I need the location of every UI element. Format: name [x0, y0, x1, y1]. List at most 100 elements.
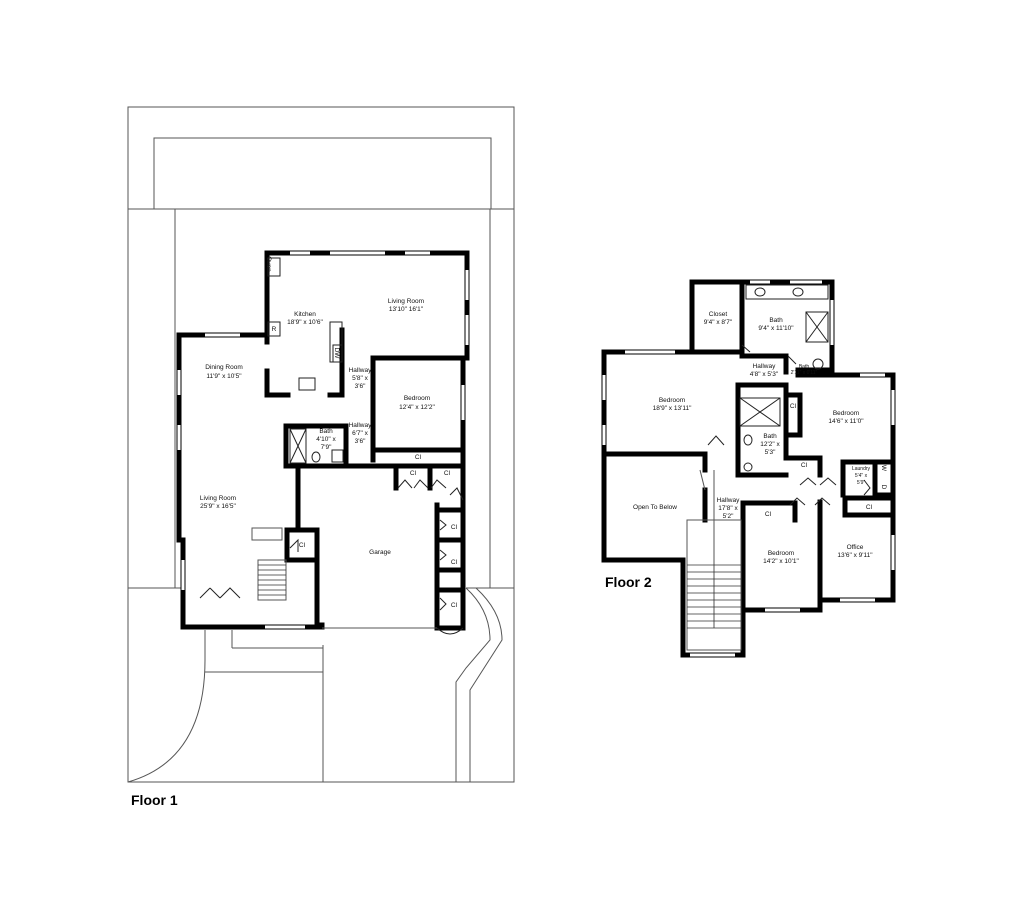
f2-office-name: Office — [847, 544, 864, 551]
living-room-1-name: Living Room — [388, 298, 424, 305]
f2-hallway-3-name: Hallway — [753, 363, 777, 370]
f2-closet-dims: 9'4" x 8'7" — [704, 319, 733, 326]
exterior-wall-upper — [264, 250, 470, 361]
f2-closet-label-4: Cl — [866, 504, 873, 511]
f2-hallway-4-name: Hallway — [717, 497, 741, 504]
kitchen-name: Kitchen — [294, 311, 316, 318]
f2-bedroom-2-dims: 18'9" x 13'11" — [653, 405, 692, 412]
dining-room-name: Dining Room — [205, 364, 243, 371]
dw-label: DW — [333, 348, 340, 360]
stair-wall — [284, 527, 320, 563]
f2-closet-label-2: Cl — [801, 462, 808, 469]
f2-master-vanity — [745, 284, 829, 300]
closet-label-2: Cl — [410, 470, 417, 477]
fridge-label: R — [272, 326, 277, 333]
floor-2-title: Floor 2 — [605, 574, 652, 590]
f2-small-bath-dims: 2'11" x 0'11" — [791, 370, 818, 376]
stove — [298, 377, 316, 391]
f2-bath2-wall-left — [735, 382, 789, 478]
f2-laundry-dims-1: 5'4" x — [855, 473, 868, 479]
f2-bedroom4-wall — [740, 500, 798, 613]
f2-bath2-tub — [739, 397, 781, 427]
closet-label-5: Cl — [451, 524, 458, 531]
f2-bath-2-dims-2: 5'3" — [765, 449, 776, 456]
f2-closet-label-3: Cl — [765, 511, 772, 518]
garage-closets — [434, 507, 466, 593]
closet-label-6: Cl — [451, 559, 458, 566]
f2-closet-label-1: Cl — [790, 403, 797, 410]
oven-label: Oven — [265, 256, 272, 272]
f2-closet-name: Closet — [709, 311, 728, 318]
f2-bedroom-2-name: Bedroom — [659, 397, 685, 404]
shower — [289, 428, 307, 464]
stairs-f1 — [251, 527, 287, 601]
f2-small-bath-toilet — [812, 358, 824, 370]
floor-1-plan — [127, 106, 515, 783]
lot-boundary — [127, 106, 515, 783]
closet-label-3: Cl — [444, 470, 451, 477]
floor-1-title: Floor 1 — [131, 792, 178, 808]
f2-small-bath-name: Bath — [799, 364, 810, 370]
f2-bedroom-4-name: Bedroom — [768, 550, 794, 557]
f2-hallway-4-dims-2: 5'2" — [723, 513, 734, 520]
bedroom-1-name: Bedroom — [404, 395, 430, 402]
bath-sink — [331, 449, 344, 463]
doors-f1 — [199, 479, 464, 635]
hallway-2-dims-2: 3'6" — [355, 438, 366, 445]
f2-office-dims: 13'6" x 9'11" — [837, 552, 873, 559]
driveway-curve-outer — [469, 587, 503, 782]
dishwasher — [332, 344, 343, 363]
bedroom-1-dims: 12'4" x 12'2" — [399, 404, 435, 411]
driveway-curve — [455, 587, 491, 782]
f2-hallway-3-dims: 4'8" x 5'3" — [750, 371, 779, 378]
cl-wall — [393, 463, 433, 491]
hallway-1-dims-1: 5'8" x — [352, 375, 369, 382]
f2-bath-wall — [739, 342, 789, 375]
f2-master-bath-dims: 9'4" x 11'10" — [758, 325, 794, 332]
walkway-curve — [127, 630, 206, 783]
hall-wall — [283, 423, 349, 469]
f2-bath2-top — [735, 382, 789, 458]
stairs-f2 — [686, 469, 742, 651]
f2-office-wall — [817, 495, 896, 603]
f2-hallway-4-dims-1: 17'8" x — [718, 505, 738, 512]
f2-washer-label: W — [880, 465, 887, 472]
windows-f1 — [177, 251, 469, 629]
f2-bedroom-3-dims: 14'6" x 11'0" — [828, 418, 864, 425]
doors-f2 — [707, 344, 871, 506]
living-room-2-name: Living Room — [200, 495, 236, 502]
f2-laundry-name: Laundry — [852, 466, 871, 472]
f2-bath-2-dims-1: 12'2" x — [760, 441, 780, 448]
rear-deck — [153, 137, 492, 210]
closet-stair-wall — [284, 527, 320, 630]
garage-name: Garage — [369, 549, 391, 556]
dining-room-dims: 11'9" x 10'5" — [206, 373, 242, 380]
closet-label-1: Cl — [415, 454, 422, 461]
kitchen-wall — [264, 368, 291, 398]
hallway-2-dims-1: 6'7" x — [352, 430, 369, 437]
living-room-1-dims: 13'10" 16'1" — [389, 306, 424, 313]
bath-1-name: Bath — [319, 428, 333, 435]
f2-laundry-dims-2: 5'9" — [857, 480, 866, 486]
f2-bath-2-name: Bath — [763, 433, 777, 440]
windows-f2 — [602, 280, 895, 657]
bath-1-dims-1: 4'10" x — [316, 436, 336, 443]
hallway-1-name: Hallway — [349, 367, 373, 374]
closet-label-4: Cl — [299, 542, 306, 549]
bath-1-dims-2: 7'9" — [321, 444, 332, 451]
f2-laundry — [840, 459, 896, 498]
hallway-2-name: Hallway — [349, 422, 373, 429]
f2-master-bath-name: Bath — [769, 317, 783, 324]
f2-master-shower — [805, 311, 829, 343]
living-room-2-dims: 25'9" x 16'5" — [200, 503, 236, 510]
oven — [267, 257, 281, 277]
floor-2-labels: Closet 9'4" x 8'7" Bath 9'4" x 11'10" Ha… — [605, 311, 887, 590]
f2-dryer-label: D — [880, 485, 887, 490]
f2-exterior-top — [601, 279, 835, 563]
f2-bedroom-3-name: Bedroom — [833, 410, 859, 417]
f2-open-below: Open To Below — [633, 504, 677, 511]
refrigerator — [267, 321, 281, 337]
floor-2-plan — [601, 279, 896, 658]
toilet — [311, 451, 321, 463]
